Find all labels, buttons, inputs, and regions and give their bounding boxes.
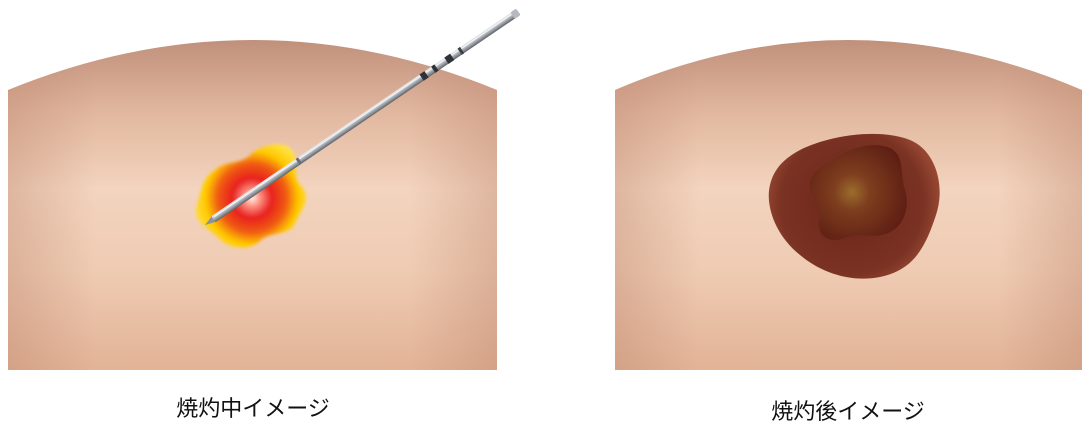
tissue-panel-after (615, 40, 1082, 370)
tissue-panel-during (8, 8, 521, 370)
caption-after-ablation: 焼灼後イメージ (698, 399, 998, 427)
caption-during-ablation: 焼灼中イメージ (103, 396, 403, 424)
